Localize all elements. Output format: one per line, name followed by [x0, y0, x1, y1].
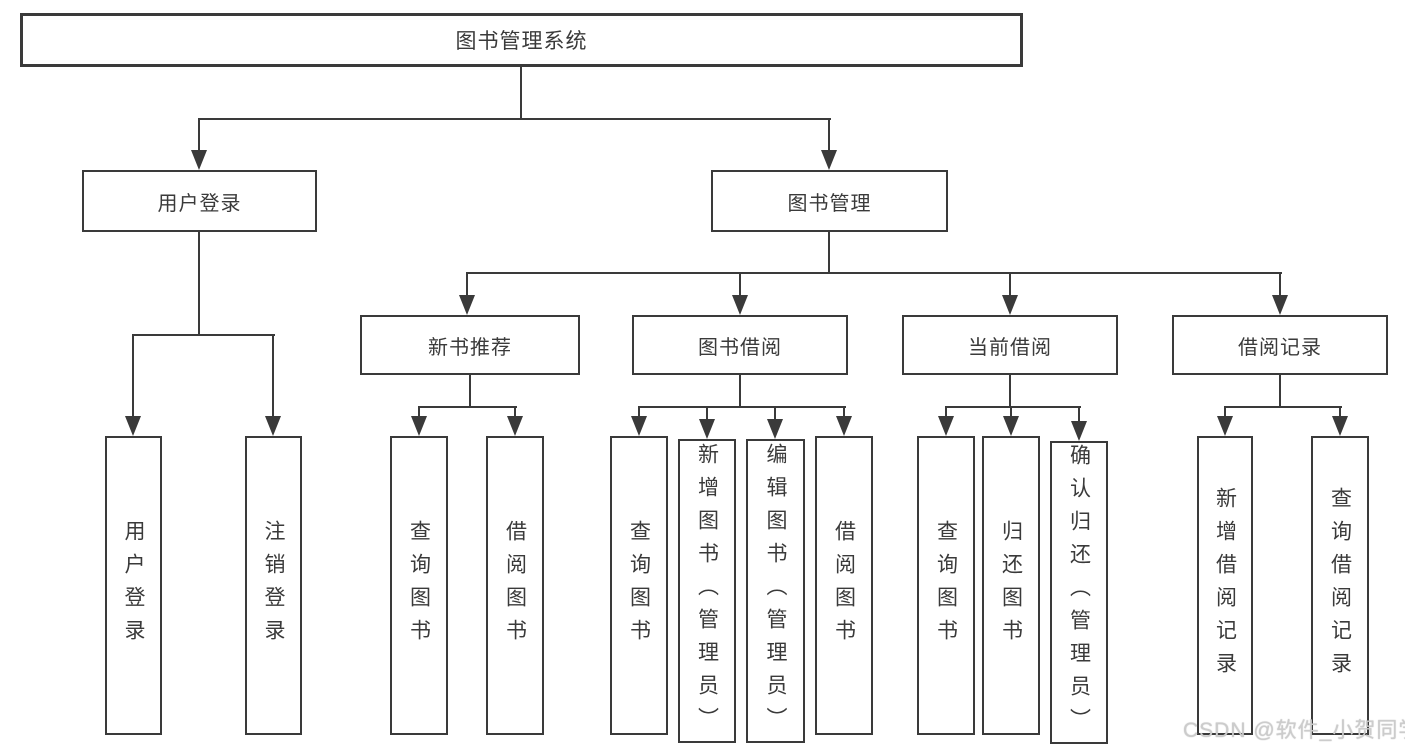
- connector-line: [945, 406, 1081, 408]
- node-book-borrow-label: 图书借阅: [698, 336, 782, 359]
- leaf-user-login: 用户登录: [105, 436, 162, 735]
- connector-line: [638, 406, 846, 408]
- leaf-add-books-admin: 新增图书（管理员）: [678, 439, 736, 743]
- connector-line: [198, 118, 200, 152]
- connector-line: [843, 406, 845, 418]
- connector-line: [466, 272, 1282, 274]
- connector-line: [638, 406, 640, 418]
- leaf-recommend-query-books: 查询图书: [390, 436, 448, 735]
- arrowhead-icon: [821, 150, 837, 170]
- leaf-borrow-borrow-books-label: 借阅图书: [832, 519, 856, 652]
- leaf-add-borrow-record: 新增借阅记录: [1197, 436, 1253, 735]
- leaf-return-books-label: 归还图书: [999, 519, 1023, 652]
- node-user-login-label: 用户登录: [157, 192, 242, 215]
- node-root: 图书管理系统: [20, 13, 1023, 67]
- connector-line: [469, 375, 471, 408]
- arrowhead-icon: [1217, 416, 1233, 436]
- connector-line: [739, 375, 741, 408]
- arrowhead-icon: [265, 416, 281, 436]
- connector-line: [706, 406, 708, 420]
- arrowhead-icon: [836, 416, 852, 436]
- arrowhead-icon: [459, 295, 475, 315]
- arrowhead-icon: [767, 419, 783, 439]
- arrowhead-icon: [1332, 416, 1348, 436]
- leaf-borrow-query-books: 查询图书: [610, 436, 668, 735]
- connector-line: [1009, 375, 1011, 408]
- connector-line: [1009, 272, 1011, 297]
- arrowhead-icon: [699, 419, 715, 439]
- connector-line: [1078, 406, 1080, 422]
- connector-line: [828, 232, 830, 274]
- connector-line: [520, 67, 522, 119]
- connector-line: [272, 334, 274, 418]
- connector-line: [514, 406, 516, 418]
- leaf-return-books: 归还图书: [982, 436, 1040, 735]
- node-borrow-records: 借阅记录: [1172, 315, 1388, 375]
- connector-line: [1010, 406, 1012, 418]
- arrowhead-icon: [507, 416, 523, 436]
- connector-line: [828, 118, 830, 152]
- leaf-recommend-borrow-books: 借阅图书: [486, 436, 544, 735]
- connector-line: [739, 272, 741, 297]
- connector-line: [132, 334, 134, 418]
- leaf-current-query-books-label: 查询图书: [934, 519, 958, 652]
- node-user-login: 用户登录: [82, 170, 317, 232]
- leaf-add-books-admin-label: 新增图书（管理员）: [695, 442, 719, 740]
- arrowhead-icon: [191, 150, 207, 170]
- connector-line: [198, 118, 831, 120]
- arrowhead-icon: [631, 416, 647, 436]
- connector-line: [774, 406, 776, 420]
- connector-line: [1224, 406, 1342, 408]
- node-current-borrow: 当前借阅: [902, 315, 1118, 375]
- connector-line: [198, 232, 200, 336]
- leaf-confirm-return-admin-label: 确认归还（管理员）: [1067, 444, 1091, 741]
- connector-line: [1224, 406, 1226, 418]
- leaf-edit-books-admin: 编辑图书（管理员）: [746, 439, 805, 743]
- leaf-logout-label: 注销登录: [262, 519, 285, 652]
- leaf-add-borrow-record-label: 新增借阅记录: [1213, 486, 1237, 685]
- connector-line: [945, 406, 947, 418]
- leaf-edit-books-admin-label: 编辑图书（管理员）: [764, 442, 787, 740]
- leaf-recommend-borrow-books-label: 借阅图书: [503, 519, 527, 652]
- arrowhead-icon: [411, 416, 427, 436]
- connector-line: [418, 406, 420, 418]
- connector-line: [1279, 375, 1281, 408]
- csdn-watermark: CSDN @软件_小贺同学: [1183, 719, 1405, 742]
- arrowhead-icon: [125, 416, 141, 436]
- leaf-query-borrow-record: 查询借阅记录: [1311, 436, 1369, 735]
- connector-line: [1339, 406, 1341, 418]
- leaf-current-query-books: 查询图书: [917, 436, 975, 735]
- arrowhead-icon: [1003, 416, 1019, 436]
- node-root-label: 图书管理系统: [455, 30, 588, 53]
- node-book-borrow: 图书借阅: [632, 315, 848, 375]
- leaf-borrow-query-books-label: 查询图书: [627, 519, 651, 652]
- connector-line: [132, 334, 275, 336]
- node-book-management-label: 图书管理: [787, 192, 872, 215]
- connector-line: [466, 272, 468, 297]
- leaf-logout: 注销登录: [245, 436, 302, 735]
- node-book-management: 图书管理: [711, 170, 948, 232]
- node-new-book-recommend-label: 新书推荐: [428, 336, 512, 359]
- node-new-book-recommend: 新书推荐: [360, 315, 580, 375]
- arrowhead-icon: [1272, 295, 1288, 315]
- arrowhead-icon: [732, 295, 748, 315]
- leaf-confirm-return-admin: 确认归还（管理员）: [1050, 441, 1108, 744]
- node-borrow-records-label: 借阅记录: [1238, 336, 1322, 359]
- arrowhead-icon: [1071, 421, 1087, 441]
- node-current-borrow-label: 当前借阅: [968, 336, 1052, 359]
- connector-line: [418, 406, 517, 408]
- connector-line: [1279, 272, 1281, 297]
- leaf-user-login-label: 用户登录: [122, 519, 145, 652]
- leaf-recommend-query-books-label: 查询图书: [407, 519, 431, 652]
- leaf-borrow-borrow-books: 借阅图书: [815, 436, 873, 735]
- arrowhead-icon: [1002, 295, 1018, 315]
- leaf-query-borrow-record-label: 查询借阅记录: [1328, 486, 1352, 685]
- arrowhead-icon: [938, 416, 954, 436]
